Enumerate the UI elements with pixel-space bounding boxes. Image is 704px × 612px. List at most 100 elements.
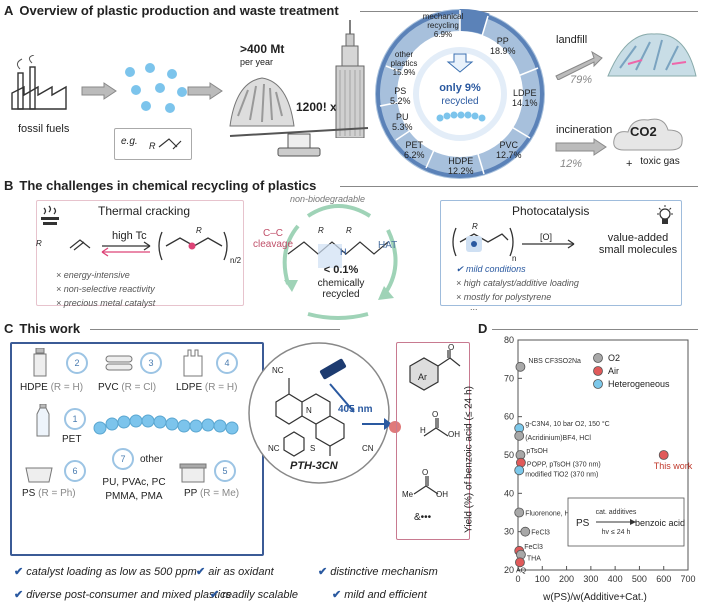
landfill-label: landfill (556, 34, 588, 46)
donut-label-ldpe: LDPE 14.1% (512, 88, 538, 108)
catalyst-circle (248, 342, 390, 484)
donut-label-pet: PET 6.2% (404, 140, 425, 160)
x-tick-label: 500 (632, 574, 647, 584)
donut-label-pvc: PVC 12.7% (496, 140, 522, 160)
donut-label-name: other plastics (390, 50, 418, 68)
incineration-arrow-icon (555, 138, 607, 156)
data-point (520, 526, 531, 537)
section-d-header: D (478, 321, 493, 336)
donut-label-pct: 6.9% (433, 30, 453, 39)
recycle-code-ps: 6 (64, 460, 86, 482)
data-label: g-C3N4, 10 bar O2, 150 °C (525, 420, 610, 428)
monomer-example-box: e.g. R (114, 128, 192, 160)
data-label: pTsOH (526, 448, 547, 455)
recycle-code-pet: 1 (64, 408, 86, 430)
and-more-label: &••• (414, 512, 432, 523)
data-point (514, 430, 525, 441)
oh-label: OH (448, 430, 460, 439)
balance-scale-icon (229, 127, 369, 157)
ellipsis-label: ... (470, 302, 478, 312)
n2-label: n/2 (230, 256, 242, 265)
legend-label: Air (608, 366, 619, 376)
y-tick-label: 80 (504, 335, 514, 345)
polymer-chain-icon (436, 111, 486, 122)
factory-icon (11, 55, 67, 110)
bottle-icon (33, 348, 47, 377)
feature-item: ✔readily scalable (210, 589, 299, 601)
o-atom-label: O (448, 343, 455, 352)
thermal-r-label: R (36, 239, 42, 248)
thermal-scheme (69, 231, 228, 261)
data-label: POPP, pTsOH (370 nm) (527, 462, 601, 469)
donut-label-name: PET (405, 140, 424, 150)
example-label: e.g. (121, 136, 138, 147)
photo-pro-item: ✔ mild conditions (456, 264, 526, 274)
photo-scheme (452, 227, 575, 257)
plastic-name: HDPE (20, 382, 48, 393)
toxic-plus: + (626, 158, 633, 170)
recycle-code-pp: 5 (214, 460, 236, 482)
container-icon (179, 463, 207, 483)
plastic-r: (R = H) (204, 382, 238, 393)
landfill-percent: 79% (570, 74, 593, 86)
plastic-name: PP (184, 488, 198, 499)
data-point (515, 361, 526, 372)
photocatalysis-title: Photocatalysis (512, 204, 590, 218)
donut-label-pct: 15.9% (392, 68, 416, 77)
ar-label: Ar (418, 372, 427, 382)
products-structures (409, 350, 461, 495)
fossil-fuels-label: fossil fuels (18, 123, 70, 135)
other-plastics-list: PU, PVAc, PC PMMA, PMA (100, 476, 168, 504)
donut-label-other: other plastics 15.9% (384, 50, 424, 77)
x-tick-label: 700 (680, 574, 695, 584)
y-tick-label: 50 (504, 450, 514, 460)
chem-recycled-label: chemically recycled (317, 278, 365, 300)
light-wavelength: 405 nm (338, 404, 373, 415)
thermal-r-label: R (196, 226, 202, 235)
donut-label-pct: 14.1% (512, 98, 538, 108)
cloud-icon (613, 118, 683, 151)
product-arrow-icon (362, 418, 392, 430)
section-c-rule (90, 329, 340, 330)
section-d-letter: D (478, 321, 488, 336)
s-atom-label: S (310, 444, 316, 453)
recycled-percent: only 9% (439, 82, 481, 94)
h-atom-label: H (420, 426, 426, 435)
section-a-rule (360, 11, 698, 12)
landfill-pile-icon (607, 33, 697, 77)
donut-label-hdpe: HDPE 12.2% (448, 156, 474, 176)
hat-label: HAT (378, 240, 398, 251)
feature-item: ✔mild and efficient (332, 589, 427, 601)
lightbulb-icon (657, 205, 673, 224)
y-tick-label: 70 (504, 373, 514, 383)
photo-r-label: R (472, 222, 478, 231)
scheme-product: benzoic acid (635, 518, 685, 528)
recycle-cycle-graphic (282, 204, 398, 320)
plastic-pile-icon (229, 77, 295, 127)
product-bead-icon (389, 421, 401, 433)
donut-label-name: mechanical recycling (422, 12, 464, 30)
production-value: >400 (240, 42, 268, 56)
section-b-rule (340, 186, 698, 187)
y-tick-label: 20 (504, 565, 514, 575)
cc-cleavage-label: C–C cleavage (252, 228, 294, 250)
plastic-r: (R = Ph) (38, 488, 76, 499)
photo-pros-cons: ✔ mild conditions × high catalyst/additi… (456, 262, 579, 304)
landfill-arrow-icon (555, 50, 603, 80)
thermal-cracking-box (36, 200, 244, 306)
data-label: (Acridinium)BF4, HCl (525, 435, 591, 442)
recycle-code-other: 7 (112, 448, 134, 470)
arrow-icon (81, 82, 117, 100)
pipe-icon (105, 355, 133, 371)
donut-label-name: PS (394, 86, 407, 96)
thermal-con-item: × non-selective reactivity (56, 284, 155, 294)
donut-label-pct: 5.3% (392, 122, 413, 132)
recycle-code-hdpe: 2 (66, 352, 88, 374)
legend-marker (593, 353, 603, 363)
data-label: NBS CF3SO2Na (528, 358, 581, 365)
donut-label-pct: 12.2% (448, 166, 474, 176)
data-point (515, 557, 525, 568)
thermal-con-item: × energy-intensive (56, 270, 130, 280)
